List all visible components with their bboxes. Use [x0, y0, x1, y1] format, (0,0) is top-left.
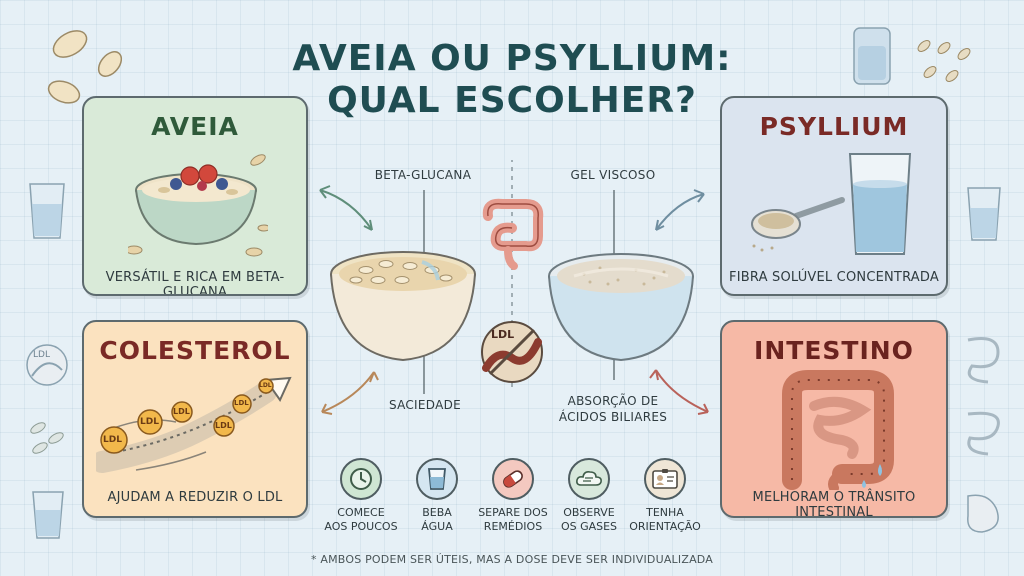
jar-decoration [853, 27, 891, 85]
glass-decoration-right [967, 187, 1001, 241]
aveia-heading: AVEIA [151, 112, 239, 141]
water-glass-icon [416, 458, 458, 500]
psyllium-card: PSYLLIUM FIBRA SOLÚVEL CONCENTRADA [720, 96, 948, 296]
ldl-blocked-badge [481, 321, 543, 383]
intestino-heading: INTESTINO [754, 336, 914, 365]
colesterol-heading: COLESTEROL [99, 336, 291, 365]
colesterol-caption: AJUDAM A REDUZIR O LDL [107, 490, 283, 505]
ldl-mark-6: LDL [259, 382, 272, 389]
tip-comece-line2: AOS POUCOS [324, 520, 398, 533]
intestine-decoration-right [967, 337, 1000, 456]
ldl-mark-2: LDL [140, 417, 159, 427]
tip-beba-line1: BEBA [422, 506, 452, 519]
tip-observe: OBSERVE OS GASES [544, 458, 634, 534]
tip-separe-line1: SEPARE DOS [478, 506, 548, 519]
colesterol-card: COLESTEROL LDL LDL LDL LDL LDL LDL AJUDA… [82, 320, 308, 518]
ldl-mark-4: LDL [215, 421, 232, 430]
ldl-mark-5: LDL [234, 399, 249, 407]
ldl-decoration-label: LDL [33, 350, 50, 360]
leaf-decoration-left [30, 422, 64, 454]
tip-tenha-line1: TENHA [646, 506, 684, 519]
tip-tenha: TENHA ORIENTAÇÃO [620, 458, 710, 534]
id-badge-icon [644, 458, 686, 500]
oat-bowl-icon [128, 154, 268, 257]
gel-viscoso-label: GEL VISCOSO [570, 168, 656, 182]
tip-observe-line2: OS GASES [560, 520, 618, 533]
measuring-spoon-icon [751, 197, 845, 252]
tip-comece-line1: COMECE [337, 506, 385, 519]
absorcao-label-2: ÁCIDOS BILIARES [558, 410, 668, 424]
psyllium-caption: FIBRA SOLÚVEL CONCENTRADA [729, 270, 939, 285]
footnote: * AMBOS PODEM SER ÚTEIS, MAS A DOSE DEVE… [311, 553, 713, 566]
oatmeal-bowl-icon [330, 251, 476, 362]
psyllium-heading: PSYLLIUM [759, 112, 909, 141]
oat-flakes-decoration [47, 30, 123, 104]
page-title-line1: AVEIA OU PSYLLIUM: [292, 38, 732, 79]
intestine-icon [782, 370, 894, 490]
ldl-badge-label: LDL [491, 328, 515, 341]
tip-tenha-line2: ORIENTAÇÃO [629, 520, 701, 533]
water-glass-icon [848, 153, 912, 255]
intestino-caption: MELHORAM O TRÂNSITO INTESTINAL [752, 490, 916, 518]
intestino-card: INTESTINO MELHORAM O TRÂNSITO INTESTINAL [720, 320, 948, 518]
ldl-particles [100, 378, 274, 454]
ldl-mark-3: LDL [173, 407, 190, 416]
clock-icon [340, 458, 382, 500]
glass-decoration-left-bottom [32, 491, 64, 539]
tip-separe-line2: REMÉDIOS [483, 520, 543, 533]
aveia-card: AVEIA VERSÁTIL E RICA EM BETA-GLUCANA [82, 96, 308, 296]
wheat-decoration [917, 40, 971, 82]
ldl-mark-1: LDL [103, 435, 122, 445]
tip-beba: BEBA ÁGUA [392, 458, 482, 534]
aveia-caption: VERSÁTIL E RICA EM BETA-GLUCANA [105, 270, 285, 296]
pill-icon [492, 458, 534, 500]
small-intestine-icon [482, 198, 544, 270]
page-title-line2: QUAL ESCOLHER? [327, 80, 697, 121]
tip-beba-line2: ÁGUA [421, 520, 453, 533]
tip-separe: SEPARE DOS REMÉDIOS [468, 458, 558, 534]
gas-cloud-icon [568, 458, 610, 500]
beta-glucana-label: BETA-GLUCANA [374, 168, 472, 182]
stomach-decoration-right [967, 494, 999, 533]
tip-comece: COMECE AOS POUCOS [316, 458, 406, 534]
saciedade-label: SACIEDADE [388, 398, 462, 412]
tip-observe-line1: OBSERVE [563, 506, 615, 519]
ldl-decoration-left [26, 344, 68, 386]
psyllium-gel-bowl-icon [548, 253, 694, 362]
absorcao-label-1: ABSORÇÃO DE [567, 394, 659, 408]
glass-decoration-left [29, 183, 65, 239]
